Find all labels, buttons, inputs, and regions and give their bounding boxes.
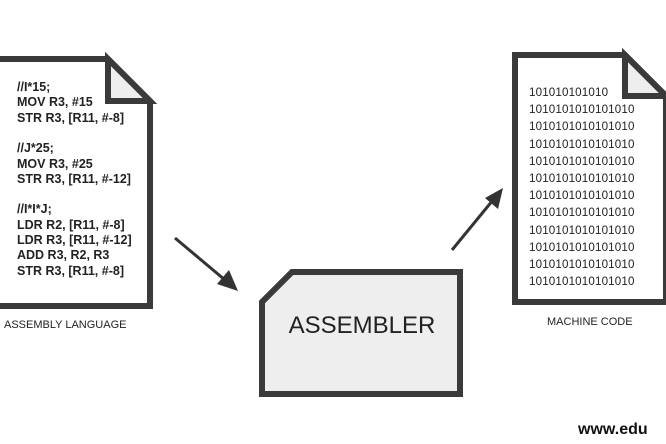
watermark-text: www.edu [578,421,648,438]
machine-code-line: 1010101010101010 [529,206,635,220]
assembly-code-line: //I*I*J; [17,202,52,217]
assembly-code-line: MOV R3, #25 [17,156,93,171]
assembly-language-caption: ASSEMBLY LANGUAGE [4,319,127,331]
assembly-document-shape [0,51,158,309]
machine-code-line: 101010101010 [529,86,609,99]
assembler-label: ASSEMBLER [288,312,436,339]
machine-code-caption: MACHINE CODE [547,316,633,328]
assembly-code-line: STR R3, [R11, #-8] [17,263,124,278]
machine-code-line: 1010101010101010 [529,275,635,289]
machine-code-line: 1010101010101010 [529,154,635,168]
machine-code-line: 1010101010101010 [529,258,635,271]
machine-code-document-shape [512,47,666,305]
arrow-to-assembler [174,236,238,291]
machine-code-line: 1010101010101010 [529,172,635,185]
assembly-code-line: //I*15; [17,80,51,94]
machine-code-line: 1010101010101010 [529,189,635,203]
machine-code-line: 1010101010101010 [529,120,635,134]
assembly-code-line: STR R3, [R11, #-12] [17,171,131,186]
assembly-code-line: MOV R3, #15 [17,95,93,110]
assembly-code-line: LDR R2, [R11, #-8] [17,217,125,232]
machine-code-line: 1010101010101010 [529,223,635,237]
assembly-code-line: //J*25; [17,141,54,156]
assembly-code-line: STR R3, [R11, #-8] [17,110,124,125]
assembly-code-line: ADD R3, R2, R3 [17,248,110,263]
machine-code-line: 1010101010101010 [529,240,635,254]
machine-code-line: 1010101010101010 [529,103,635,117]
assembly-code-line: LDR R3, [R11, #-12] [17,233,132,247]
arrow-to-machine-code [450,188,503,251]
assembler-box-shape [259,269,463,397]
machine-code-line: 1010101010101010 [529,137,635,151]
